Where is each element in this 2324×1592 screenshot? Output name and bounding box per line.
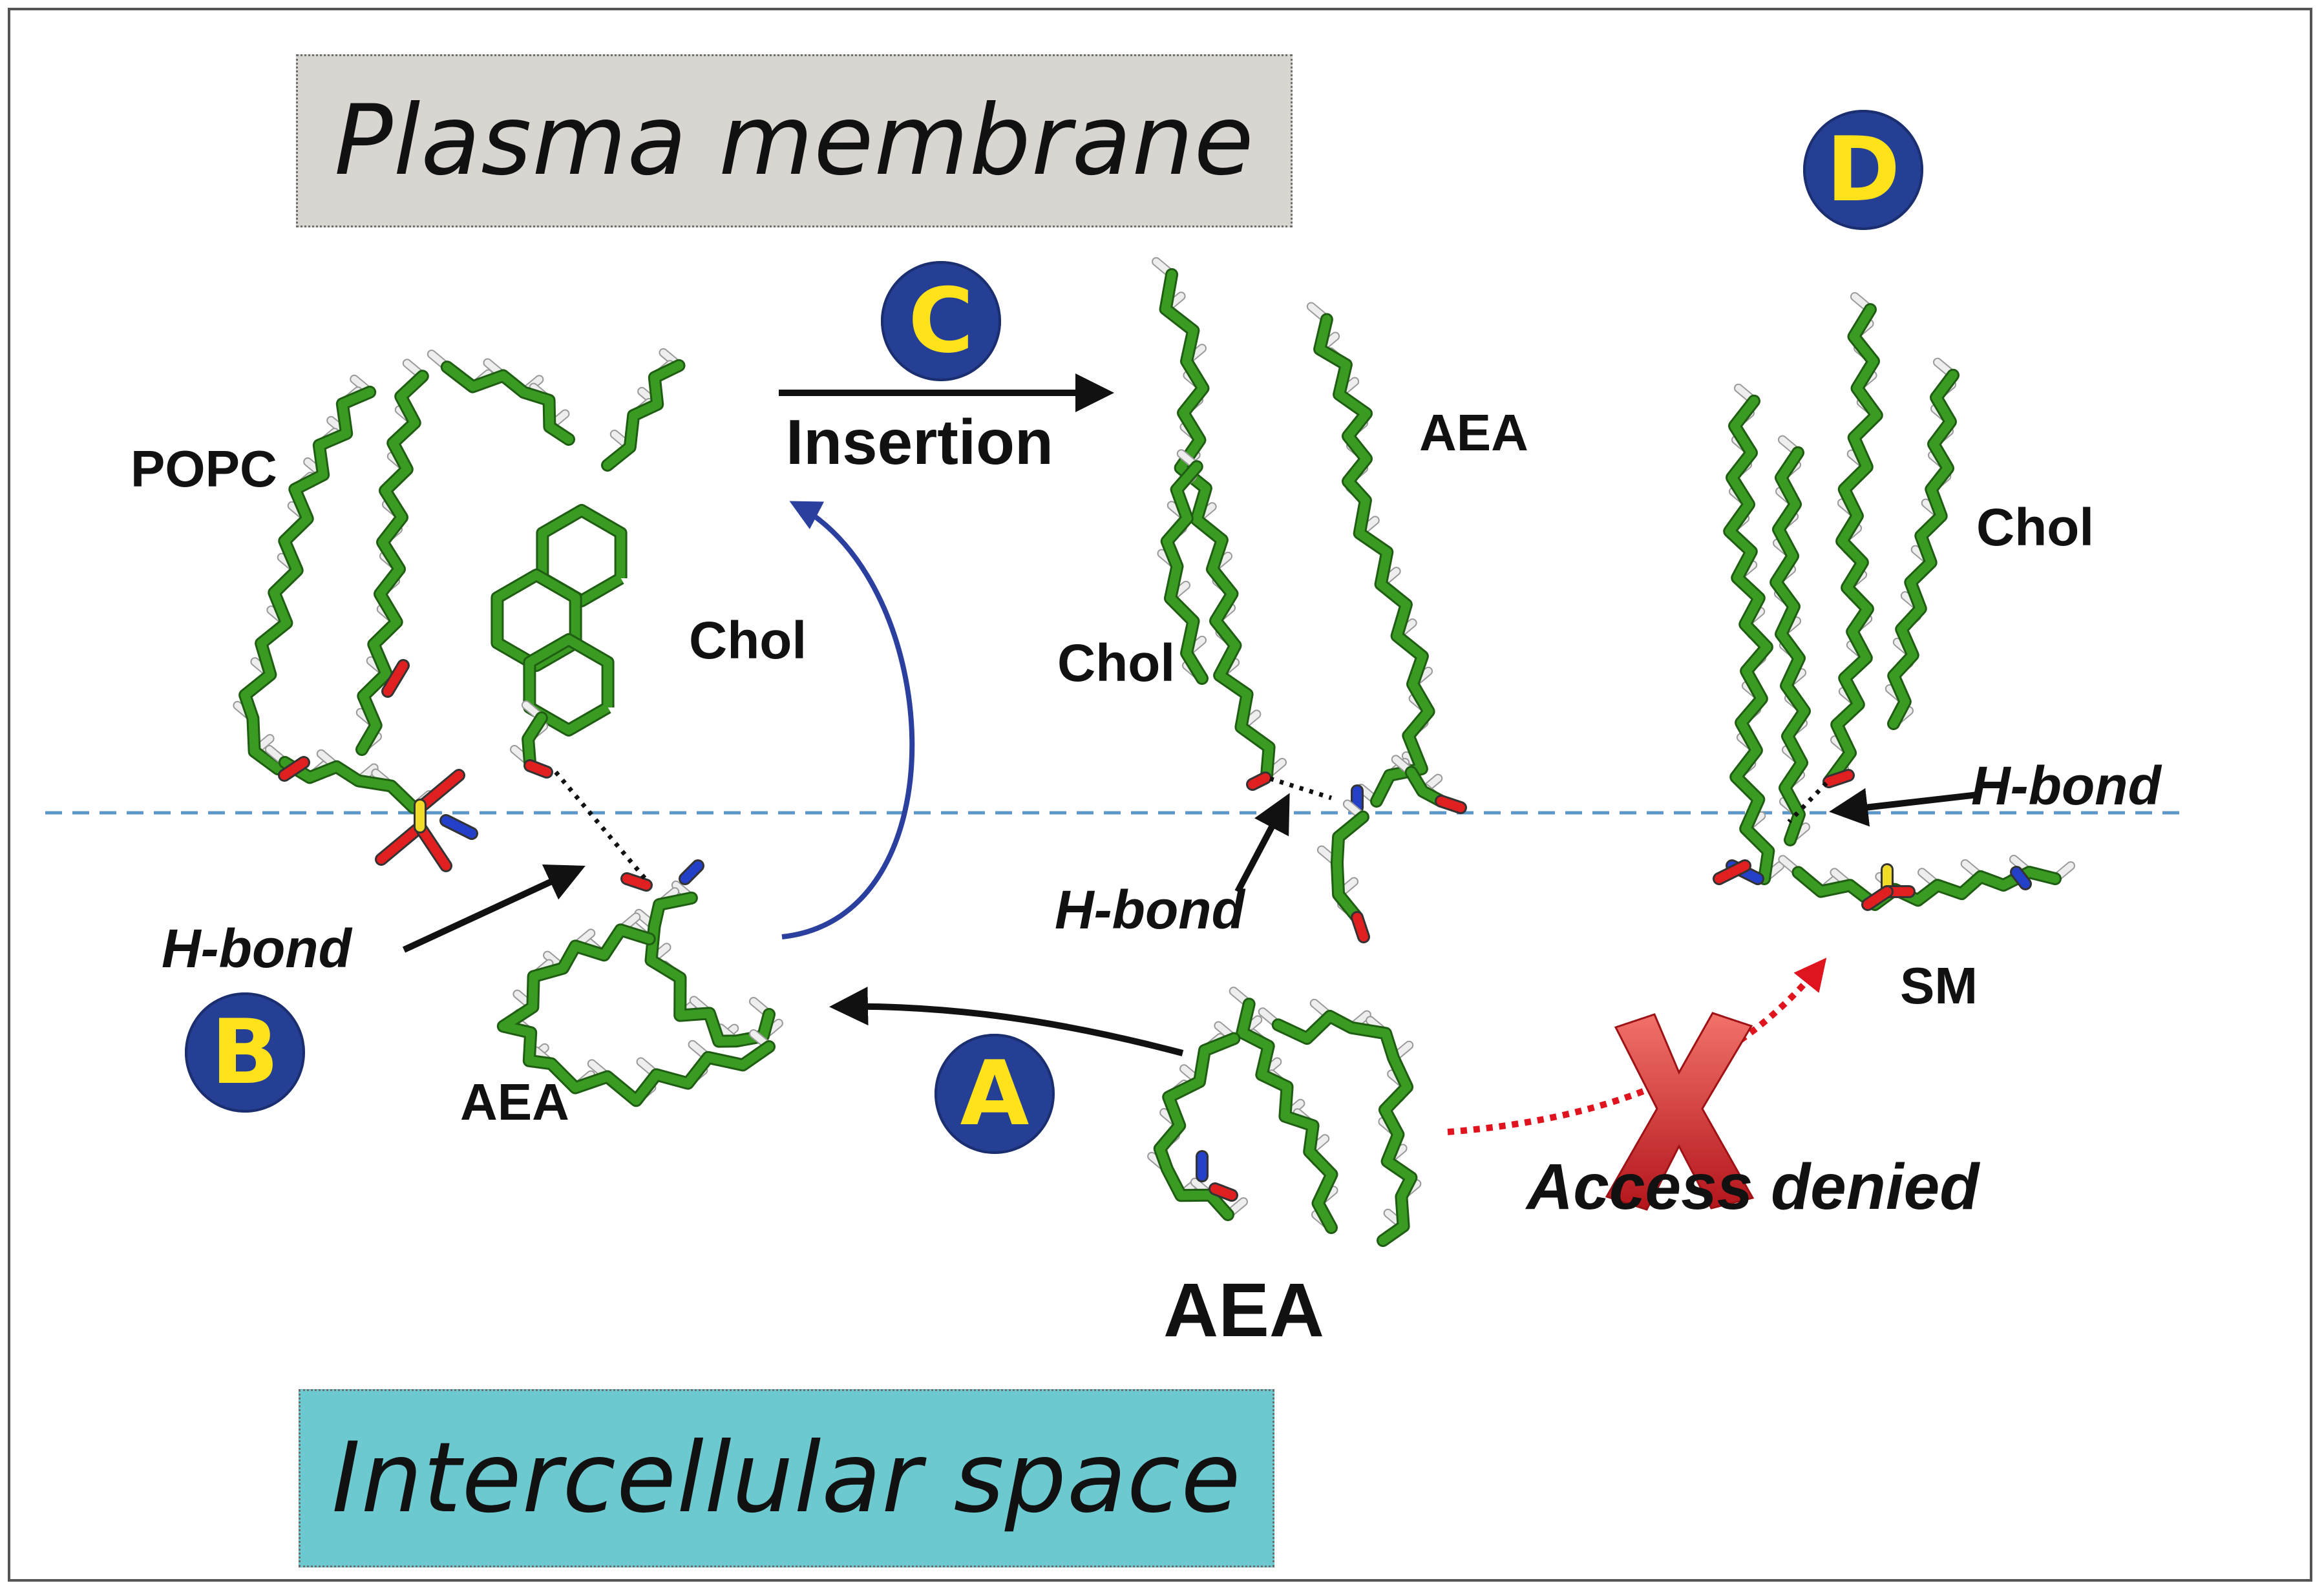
insertion-label: Insertion (786, 406, 1053, 477)
hbond-label-d: H-bond (1971, 755, 2161, 816)
hbond-arrow-d (1829, 788, 1978, 827)
chol-label-c: Chol (1057, 634, 1176, 693)
hbond-dots-d (1787, 781, 1828, 824)
aea-label-c: AEA (1419, 404, 1528, 461)
sm-molecule-d (1713, 383, 2075, 911)
sm-label: SM (1900, 957, 1978, 1014)
figure-frame (8, 8, 2312, 1582)
chol-label-b: Chol (689, 611, 807, 670)
hbond-dots-c (1269, 776, 1333, 801)
denied-x-mark (1605, 1012, 1755, 1211)
aea-molecule-c (1306, 302, 1467, 943)
step-badge-c: C (881, 261, 1001, 381)
popc-label: POPC (131, 440, 277, 498)
intercellular-space-label: Intercellular space (332, 1422, 1241, 1534)
step-badge-b: B (185, 992, 305, 1113)
hbond-label-c: H-bond (1055, 879, 1245, 940)
aea-molecule-free (1147, 987, 1422, 1247)
step-badge-d: D (1803, 110, 1923, 230)
aea-label-free: AEA (1163, 1268, 1325, 1353)
intercellular-space-box: Intercellular space (299, 1389, 1274, 1567)
chol-molecule-b (491, 348, 686, 779)
approach-arrow (829, 987, 1184, 1056)
access-denied-label: Access denied (1526, 1151, 1980, 1223)
hbond-arrow-c (1234, 793, 1290, 894)
plasma-membrane-label: Plasma membrane (334, 85, 1254, 197)
chol-label-d: Chol (1976, 498, 2095, 557)
chol-molecule-d (1822, 292, 1960, 788)
reorientation-curve-arrow (781, 501, 915, 939)
aea-label-b: AEA (460, 1073, 569, 1131)
popc-molecule (233, 350, 575, 872)
hbond-label-b: H-bond (162, 918, 352, 979)
step-badge-a: A (935, 1034, 1055, 1154)
aea-molecule-b (496, 859, 783, 1107)
hbond-arrow-b (402, 864, 586, 953)
plasma-membrane-box: Plasma membrane (296, 54, 1293, 227)
hbond-dots-b (554, 770, 648, 882)
chol-molecule-c (1152, 257, 1287, 791)
